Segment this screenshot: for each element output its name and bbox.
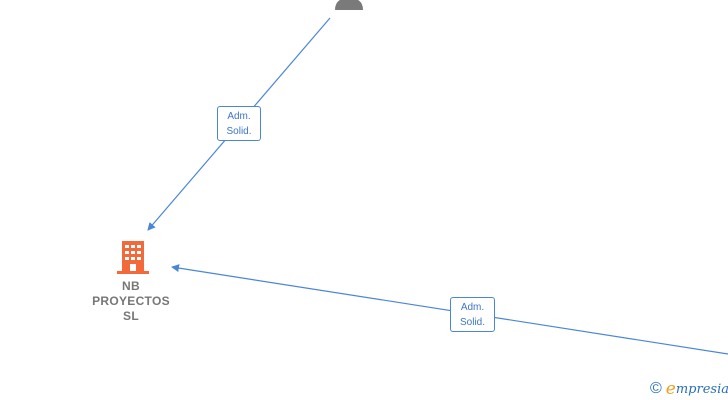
company-name-line-3: SL: [123, 309, 139, 323]
relation-label-line-2: Solid.: [226, 126, 252, 137]
company-name-line-1: NB: [122, 279, 140, 293]
relation-label-person-company: Adm. Solid.: [217, 106, 261, 141]
brand-initial: e: [665, 379, 676, 399]
relation-label-line-1: Adm.: [460, 302, 485, 313]
relation-label-offscreen-company: Adm. Solid.: [450, 297, 495, 332]
company-name[interactable]: NB PROYECTOS SL: [80, 279, 182, 324]
building-icon[interactable]: [117, 241, 149, 274]
relation-label-line-1: Adm.: [227, 111, 251, 122]
person-icon[interactable]: [335, 0, 363, 10]
relation-label-line-2: Solid.: [459, 317, 485, 328]
company-name-line-2: PROYECTOS: [92, 294, 170, 308]
copyright-icon: ©: [650, 380, 662, 397]
brand-name: mpresia: [675, 381, 728, 397]
brand-logo: © e mpresia: [650, 378, 728, 400]
